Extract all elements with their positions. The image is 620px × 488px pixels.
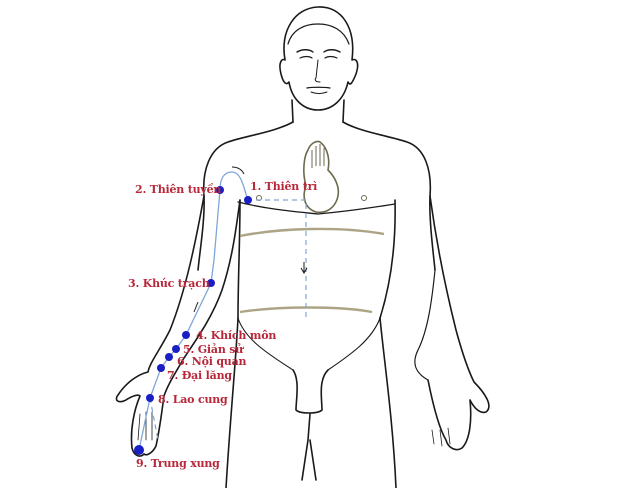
acupoint-label-3: 3. Khúc trạch (128, 277, 210, 290)
acupoint-label-7: 7. Đại lăng (167, 369, 232, 382)
acupoint-label-8: 8. Lao cung (158, 393, 228, 406)
acupoint-label-2: 2. Thiên tuyền (135, 183, 222, 196)
acupoint-7-dai-lang (157, 364, 165, 372)
acupoint-label-5: 5. Giản sử (183, 343, 244, 356)
meridian-arm-line (138, 171, 249, 451)
acupoint-6-noi-quan (165, 353, 173, 361)
rib-band-lower (239, 306, 373, 314)
head-outline (279, 6, 359, 111)
acupoint-3-khuc-trach (207, 279, 215, 287)
meridian-internal-line (256, 199, 307, 320)
acupoint-9-trung-xung (134, 445, 144, 455)
acupoint-label-6: 6. Nội quan (177, 355, 247, 368)
acupoint-2-thien-tuyen (216, 186, 224, 194)
acupoint-1-thien-tri (244, 196, 252, 204)
rib-band-upper (239, 227, 385, 238)
acupoint-4-khich-mon (182, 331, 190, 339)
acupoint-8-lao-cung (146, 394, 154, 402)
acupoint-label-1: 1. Thiên trì (250, 180, 318, 193)
acupoint-label-4: 4. Khích môn (196, 329, 277, 342)
heart-outline (303, 140, 340, 214)
acupoint-label-9: 9. Trung xung (136, 457, 220, 470)
acupoint-5-gian-su (172, 345, 180, 353)
torso-outline (197, 121, 294, 271)
